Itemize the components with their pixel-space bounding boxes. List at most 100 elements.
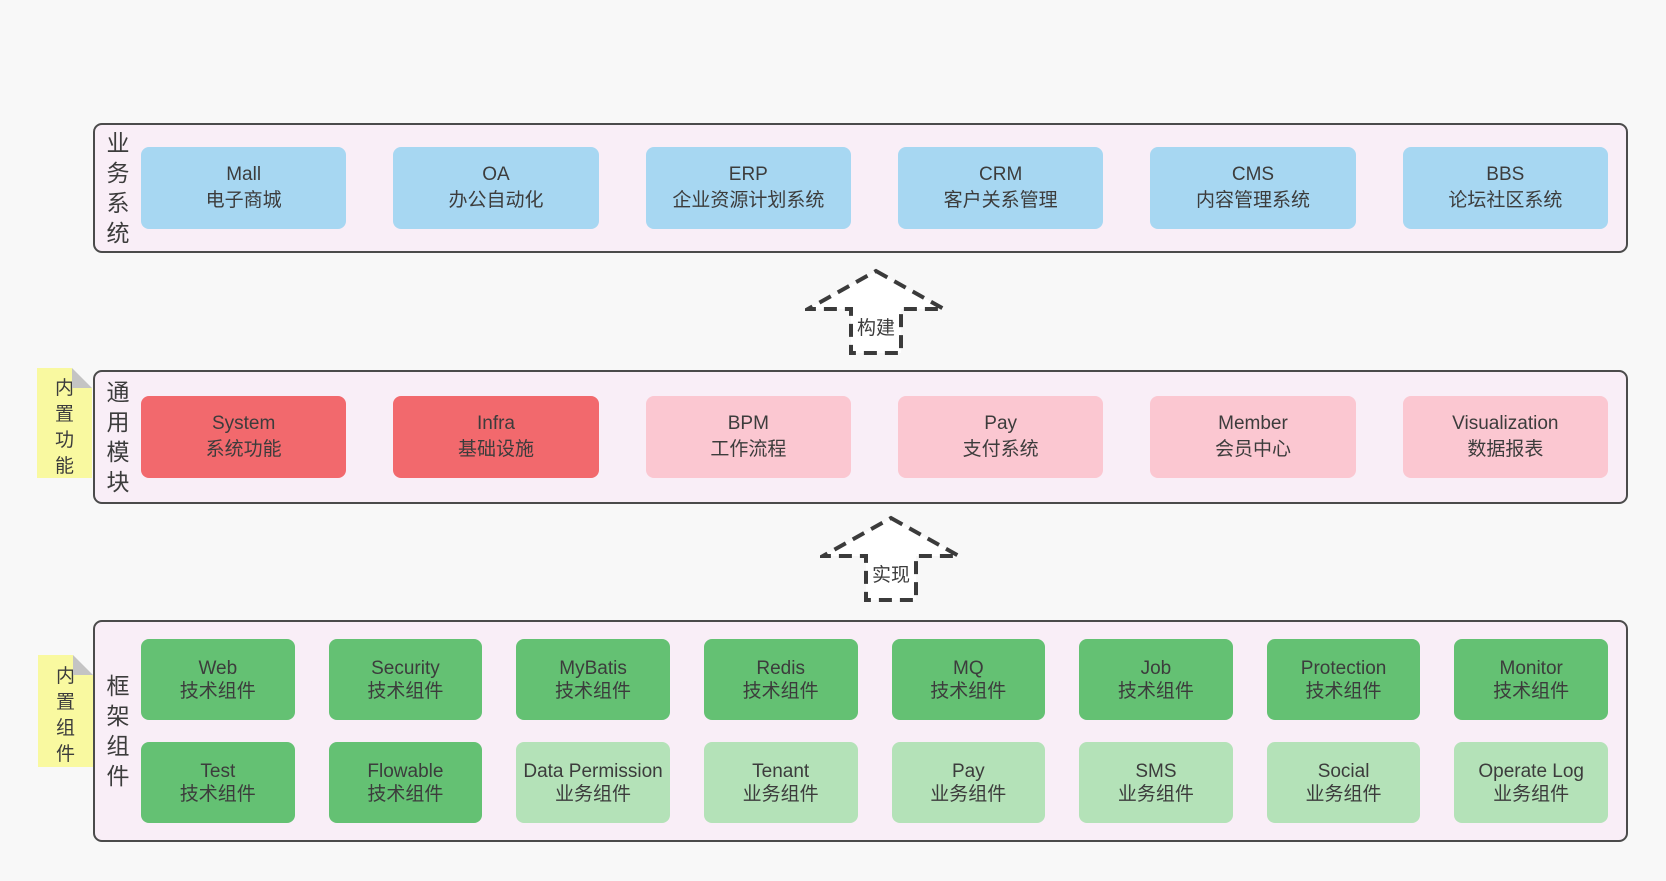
common-modules-panel: 通用模块 System 系统功能 Infra 基础设施 BPM 工作流程 Pay…: [93, 370, 1628, 504]
box-infra: Infra 基础设施: [393, 396, 599, 478]
box-subtitle: 企业资源计划系统: [672, 190, 825, 211]
box-title: Job: [1140, 657, 1172, 679]
box-subtitle: 技术组件: [179, 680, 256, 702]
box-title: Visualization: [1452, 413, 1559, 434]
build-arrow-label: 构建: [853, 313, 899, 340]
common-modules-grid: System 系统功能 Infra 基础设施 BPM 工作流程 Pay 支付系统…: [141, 372, 1626, 502]
box-web: Web 技术组件: [141, 639, 295, 720]
built-in-components-note-text: 内置组件: [55, 666, 75, 765]
box-subtitle: 内容管理系统: [1195, 190, 1310, 211]
box-title: Tenant: [752, 760, 810, 782]
box-crm: CRM 客户关系管理: [897, 147, 1104, 229]
box-subtitle: 系统功能: [205, 439, 282, 460]
box-title: Pay: [951, 760, 985, 782]
box-title: CRM: [979, 164, 1023, 185]
build-arrow: 构建: [805, 268, 947, 356]
business-systems-label: 业务系统: [95, 125, 141, 251]
box-title: BPM: [727, 413, 769, 434]
box-bbs: BBS 论坛社区系统: [1402, 147, 1608, 229]
built-in-components-note: 内置组件: [38, 655, 93, 767]
box-mall: Mall 电子商城: [141, 147, 347, 229]
box-subtitle: 技术组件: [742, 680, 819, 702]
box-title: Redis: [756, 657, 805, 679]
framework-components-label-text: 框架组件: [106, 673, 130, 789]
box-cms: CMS 内容管理系统: [1150, 147, 1356, 229]
box-subtitle: 业务组件: [930, 783, 1007, 805]
box-subtitle: 技术组件: [555, 680, 632, 702]
box-subtitle: 技术组件: [367, 783, 444, 805]
box-title: Mall: [226, 164, 262, 185]
box-title: ERP: [728, 164, 768, 185]
box-title: Protection: [1300, 657, 1387, 679]
box-test: Test 技术组件: [141, 742, 295, 823]
box-subtitle: 业务组件: [742, 783, 819, 805]
up-arrow-icon: [805, 268, 947, 355]
box-title: Social: [1317, 760, 1370, 782]
implement-arrow-label: 实现: [868, 560, 914, 587]
box-visualization: Visualization 数据报表: [1402, 396, 1608, 478]
box-title: Operate Log: [1478, 760, 1584, 782]
box-pay: Pay 支付系统: [897, 396, 1104, 478]
box-data-permission: Data Permission 业务组件: [516, 742, 670, 823]
box-subtitle: 技术组件: [1305, 680, 1382, 702]
box-subtitle: 办公自动化: [448, 190, 544, 211]
framework-components-grid: Web 技术组件 Security 技术组件 MyBatis 技术组件 Redi…: [141, 622, 1626, 840]
box-bpm: BPM 工作流程: [645, 396, 851, 478]
box-redis: Redis 技术组件: [703, 639, 858, 720]
box-subtitle: 电子商城: [205, 190, 282, 211]
box-title: SMS: [1135, 760, 1177, 782]
built-in-features-note-text: 内置功能: [54, 378, 74, 477]
box-subtitle: 支付系统: [962, 439, 1039, 460]
implement-arrow: 实现: [820, 515, 962, 603]
box-subtitle: 业务组件: [1493, 783, 1570, 805]
business-systems-panel: 业务系统 Mall 电子商城 OA 办公自动化 ERP 企业资源计划系统 CRM…: [93, 123, 1628, 253]
box-title: BBS: [1486, 164, 1525, 185]
box-protection: Protection 技术组件: [1266, 639, 1421, 720]
box-flowable: Flowable 技术组件: [328, 742, 483, 823]
box-mq: MQ 技术组件: [891, 639, 1046, 720]
box-title: Test: [200, 760, 236, 782]
built-in-features-note: 内置功能: [37, 368, 92, 478]
box-subtitle: 数据报表: [1467, 439, 1544, 460]
box-member: Member 会员中心: [1150, 396, 1356, 478]
common-modules-label: 通用模块: [95, 372, 141, 502]
box-subtitle: 业务组件: [1117, 783, 1194, 805]
box-subtitle: 技术组件: [179, 783, 256, 805]
common-modules-label-text: 通用模块: [106, 379, 130, 495]
box-title: Monitor: [1499, 657, 1563, 679]
box-social: Social 业务组件: [1266, 742, 1421, 823]
box-subtitle: 技术组件: [930, 680, 1007, 702]
business-systems-grid: Mall 电子商城 OA 办公自动化 ERP 企业资源计划系统 CRM 客户关系…: [141, 125, 1626, 251]
box-pay-biz: Pay 业务组件: [891, 742, 1046, 823]
box-title: OA: [482, 164, 510, 185]
box-title: Web: [198, 657, 238, 679]
up-arrow-icon: [820, 515, 962, 602]
business-systems-label-text: 业务系统: [106, 130, 130, 246]
box-erp: ERP 企业资源计划系统: [645, 147, 851, 229]
box-subtitle: 工作流程: [710, 439, 787, 460]
box-subtitle: 基础设施: [457, 439, 534, 460]
box-mybatis: MyBatis 技术组件: [516, 639, 670, 720]
box-title: Pay: [984, 413, 1018, 434]
box-title: Security: [371, 657, 440, 679]
box-oa: OA 办公自动化: [393, 147, 599, 229]
box-title: Data Permission: [523, 760, 663, 782]
box-title: Member: [1218, 413, 1288, 434]
box-job: Job 技术组件: [1079, 639, 1233, 720]
framework-components-label: 框架组件: [95, 622, 141, 840]
box-system: System 系统功能: [141, 396, 347, 478]
box-security: Security 技术组件: [328, 639, 483, 720]
framework-components-panel: 框架组件 Web 技术组件 Security 技术组件 MyBatis 技术组件…: [93, 620, 1628, 842]
box-subtitle: 业务组件: [555, 783, 632, 805]
box-subtitle: 论坛社区系统: [1448, 190, 1563, 211]
box-title: CMS: [1231, 164, 1275, 185]
box-subtitle: 技术组件: [1117, 680, 1194, 702]
box-title: MyBatis: [559, 657, 627, 679]
box-monitor: Monitor 技术组件: [1454, 639, 1608, 720]
box-subtitle: 技术组件: [1493, 680, 1570, 702]
box-title: Flowable: [367, 760, 444, 782]
box-sms: SMS 业务组件: [1079, 742, 1233, 823]
box-subtitle: 技术组件: [367, 680, 444, 702]
box-subtitle: 会员中心: [1214, 439, 1291, 460]
box-title: MQ: [953, 657, 984, 679]
